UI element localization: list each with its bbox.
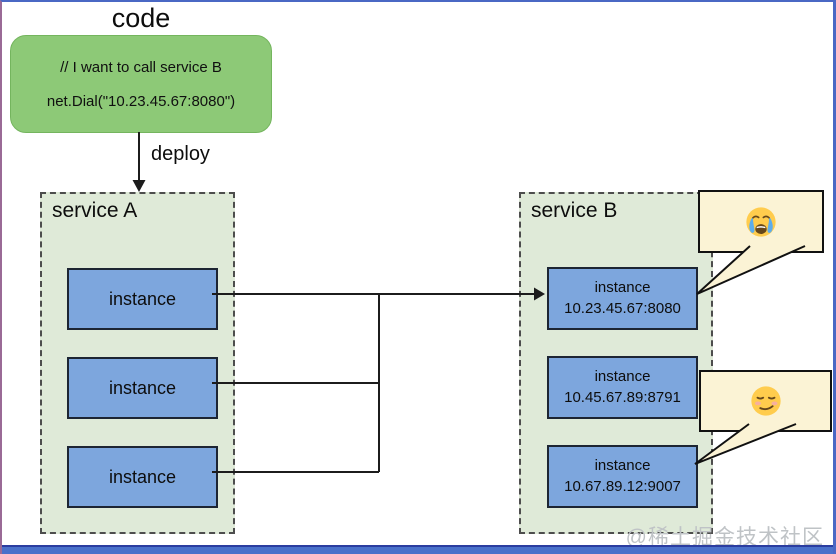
bubble-1-tail [696, 245, 806, 295]
code-dial-line: net.Dial("10.23.45.67:8080") [46, 92, 236, 110]
loudly-crying-face-emoji [746, 206, 776, 237]
instance-address: 10.67.89.12:9007 [564, 477, 681, 495]
code-comment-line: // I want to call service B [60, 58, 222, 76]
service-b-instance-2: instance 10.45.67.89:8791 [547, 356, 698, 419]
service-a-instance-2: instance [67, 357, 218, 419]
service-b-label: service B [531, 199, 618, 222]
instance-label: instance [594, 279, 651, 297]
service-b-instance-1: instance 10.23.45.67:8080 [547, 267, 698, 330]
speech-bubble-crying [698, 190, 824, 253]
instance-label: instance [108, 466, 177, 487]
service-a-instance-3: instance [67, 446, 218, 508]
instance-label: instance [594, 368, 651, 386]
deploy-label: deploy [151, 143, 210, 165]
bottom-scrollbar[interactable] [2, 545, 833, 554]
service-a-container: service A instance instance instance [40, 192, 235, 534]
instance-address: 10.23.45.67:8080 [564, 299, 681, 317]
service-b-container: service B instance 10.23.45.67:8080 inst… [519, 192, 713, 534]
service-a-instance-1: instance [67, 268, 218, 330]
instance-address: 10.45.67.89:8791 [564, 388, 681, 406]
service-a-label: service A [52, 199, 138, 222]
instance-label: instance [108, 377, 177, 398]
service-b-instance-3: instance 10.67.89.12:9007 [547, 445, 698, 508]
instance-label: instance [594, 457, 651, 475]
code-snippet-box: // I want to call service B net.Dial("10… [10, 35, 272, 133]
diagram-title: code [111, 3, 171, 33]
watermark: @稀土掘金技术社区 [625, 526, 824, 549]
deploy-arrowhead [132, 180, 146, 192]
smirking-face-emoji [750, 386, 781, 416]
speech-bubble-smirking [699, 370, 832, 432]
instance-label: instance [108, 288, 177, 309]
